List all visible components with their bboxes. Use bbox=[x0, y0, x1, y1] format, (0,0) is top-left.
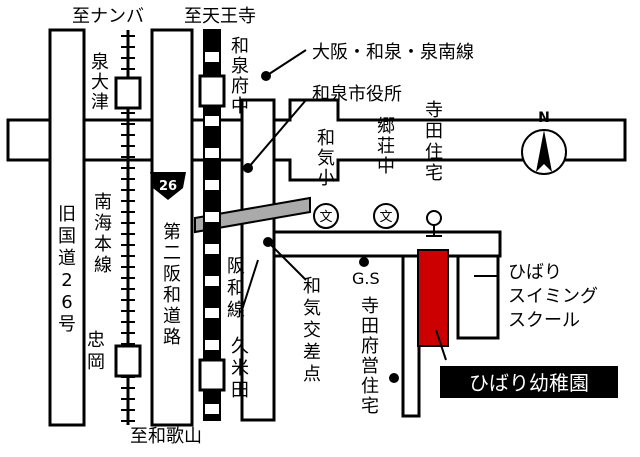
school-symbol-wake: 文 bbox=[313, 203, 339, 229]
station-kume-da bbox=[198, 358, 226, 392]
station-tadaoka bbox=[114, 344, 142, 378]
kindergarten-label-box: ひばり幼稚園 bbox=[440, 366, 618, 398]
label-gs: G.S bbox=[352, 269, 380, 288]
kindergarten-marker bbox=[417, 249, 449, 347]
pin-terada-jutaku bbox=[426, 210, 442, 237]
hibari-swimming-building bbox=[456, 254, 500, 340]
label-terada-fuei: 寺田府営住宅 bbox=[361, 296, 379, 417]
svg-text:スクール: スクール bbox=[508, 310, 580, 331]
label-kume-da: 久米田 bbox=[231, 336, 249, 401]
school-symbol-gosho: 文 bbox=[373, 203, 399, 229]
label-terada-jutaku: 寺田住宅 bbox=[425, 100, 443, 184]
leader-lines bbox=[241, 49, 498, 361]
label-izumi-otsu: 泉大津 bbox=[91, 52, 109, 113]
label-wake-sho: 和気小 bbox=[317, 128, 335, 189]
road-kyu-kokudo bbox=[48, 28, 86, 427]
label-hibari-swimming: ひばり スイミング スクール bbox=[508, 262, 598, 331]
route-26-shield: 26 bbox=[150, 172, 186, 200]
route-number: 26 bbox=[159, 179, 177, 194]
label-to-tennoji: 至天王寺 bbox=[184, 6, 256, 27]
label-to-wakayama: 至和歌山 bbox=[130, 426, 202, 447]
label-wake-crossing: 和気交差点 bbox=[303, 276, 321, 385]
station-izumi-fuchu bbox=[198, 74, 226, 108]
label-izumi-fuchu: 和泉府中 bbox=[231, 36, 249, 117]
overpass bbox=[194, 196, 311, 234]
school-mark: 文 bbox=[379, 210, 392, 225]
label-nankai-line: 南海本線 bbox=[94, 192, 112, 276]
label-daini-hanwa: 第二阪和道路 bbox=[163, 222, 181, 348]
road-lower bbox=[272, 230, 502, 258]
north-label: N bbox=[538, 110, 550, 126]
road-kindergarten-street bbox=[401, 254, 421, 418]
label-gosho-chu: 郷荘中 bbox=[377, 116, 395, 177]
kindergarten-name: ひばり幼稚園 bbox=[469, 371, 589, 395]
dot-gs bbox=[359, 257, 369, 267]
label-to-namba: 至ナンバ bbox=[72, 6, 144, 27]
label-osaka-izumi-line: 大阪・和泉・泉南線 bbox=[312, 42, 474, 63]
dot-terada-fuei bbox=[389, 373, 399, 383]
label-hanwa-line: 阪和線 bbox=[227, 256, 245, 321]
svg-text:ひばり: ひばり bbox=[508, 262, 562, 283]
school-mark: 文 bbox=[319, 210, 332, 225]
station-izumi-otsu bbox=[114, 76, 142, 110]
label-city-hall: 和泉市役所 bbox=[312, 84, 402, 105]
label-tadaoka: 忠岡 bbox=[87, 330, 105, 373]
road-network bbox=[6, 28, 627, 427]
svg-text:スイミング: スイミング bbox=[508, 286, 598, 307]
road-daini-hanwa bbox=[150, 28, 194, 427]
north-compass: N bbox=[521, 110, 567, 175]
